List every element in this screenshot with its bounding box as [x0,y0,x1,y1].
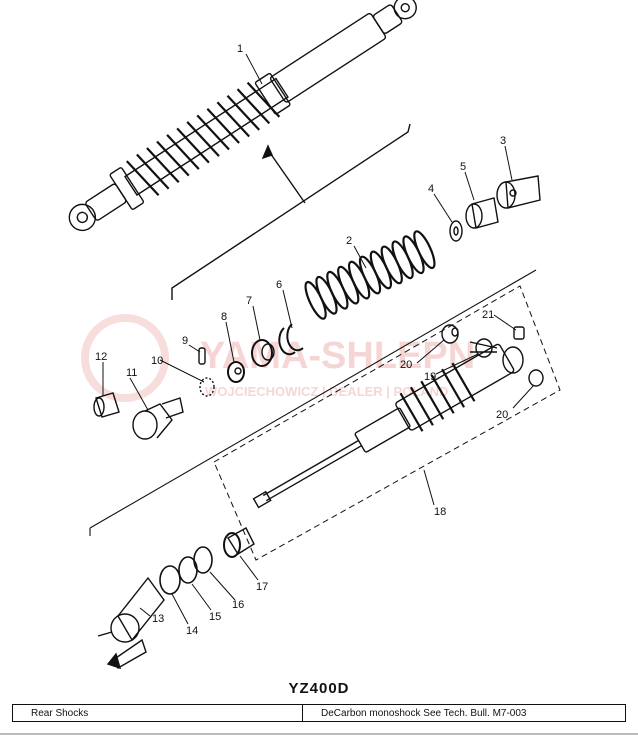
part-1-shock-assembly [68,0,417,232]
part-20-collar-upper [441,324,459,344]
callout-5: 5 [460,161,466,173]
section-note: DeCarbon monoshock See Tech. Bull. M7-00… [321,707,527,719]
callout-4: 4 [428,183,434,195]
part-12-bushing [93,392,120,418]
callout-11: 11 [126,367,137,379]
part-8-nut [227,361,245,383]
callout-10: 10 [151,355,163,367]
part-18-group-outline [213,285,561,561]
callout-13: 13 [152,613,164,625]
assembly-bracket [171,123,411,300]
exploded-parts-diagram: YAMA-SHLEPN WOJCIECHOWICZ | DEALER | POL… [68,0,561,670]
callout-15: 15 [209,611,221,623]
watermark-brand: YAMA-SHLEPN [200,335,475,377]
callout-14: 14 [186,625,198,637]
callout-1: 1 [237,43,243,55]
part-20-collar-lower [528,369,544,387]
callouts: 1 2 3 4 5 6 7 8 9 10 11 12 13 14 15 16 1… [95,43,508,637]
callout-2: 2 [346,235,352,247]
bottom-rule [0,733,638,735]
part-9-pin [198,347,206,365]
callout-21: 21 [482,309,494,321]
section-name: Rear Shocks [13,705,303,721]
callout-6: 6 [276,279,282,291]
part-13-cover [97,576,165,643]
callout-17: 17 [256,581,268,593]
part-10-lock-washer [199,377,215,397]
part-19-nut [469,338,498,358]
part-21-valve [513,326,525,340]
callout-19: 19 [424,371,436,383]
part-11-eyelet [132,397,184,440]
part-14-washer [159,565,181,595]
watermark: YAMA-SHLEPN WOJCIECHOWICZ | DEALER | POL… [81,314,475,402]
callout-7: 7 [246,295,252,307]
callout-9: 9 [182,335,188,347]
callout-20-lower: 20 [496,409,508,421]
callout-18: 18 [434,506,446,518]
callout-16: 16 [232,599,244,611]
part-5-spacer [465,197,499,229]
part-4-washer [449,220,463,242]
part-18-damper-body [252,343,515,509]
model-title: YZ400D [288,680,350,697]
lower-group-bracket [89,269,537,536]
part-15-circlip [178,556,198,584]
leader-lines [102,53,535,625]
part-18-end-bushing [502,346,524,374]
part-7-spring-seat [251,339,275,367]
callout-20-upper: 20 [400,359,412,371]
orientation-arrow-icon [106,638,147,670]
part-17-bump-stop [223,527,255,558]
info-table: Rear Shocks DeCarbon monoshock See Tech.… [12,704,626,722]
callout-3: 3 [500,135,506,147]
part-2-spring [304,230,436,320]
callout-8: 8 [221,311,227,323]
part-6-circlips [278,323,304,356]
callout-12: 12 [95,351,107,363]
part-3-bushing [496,175,541,209]
